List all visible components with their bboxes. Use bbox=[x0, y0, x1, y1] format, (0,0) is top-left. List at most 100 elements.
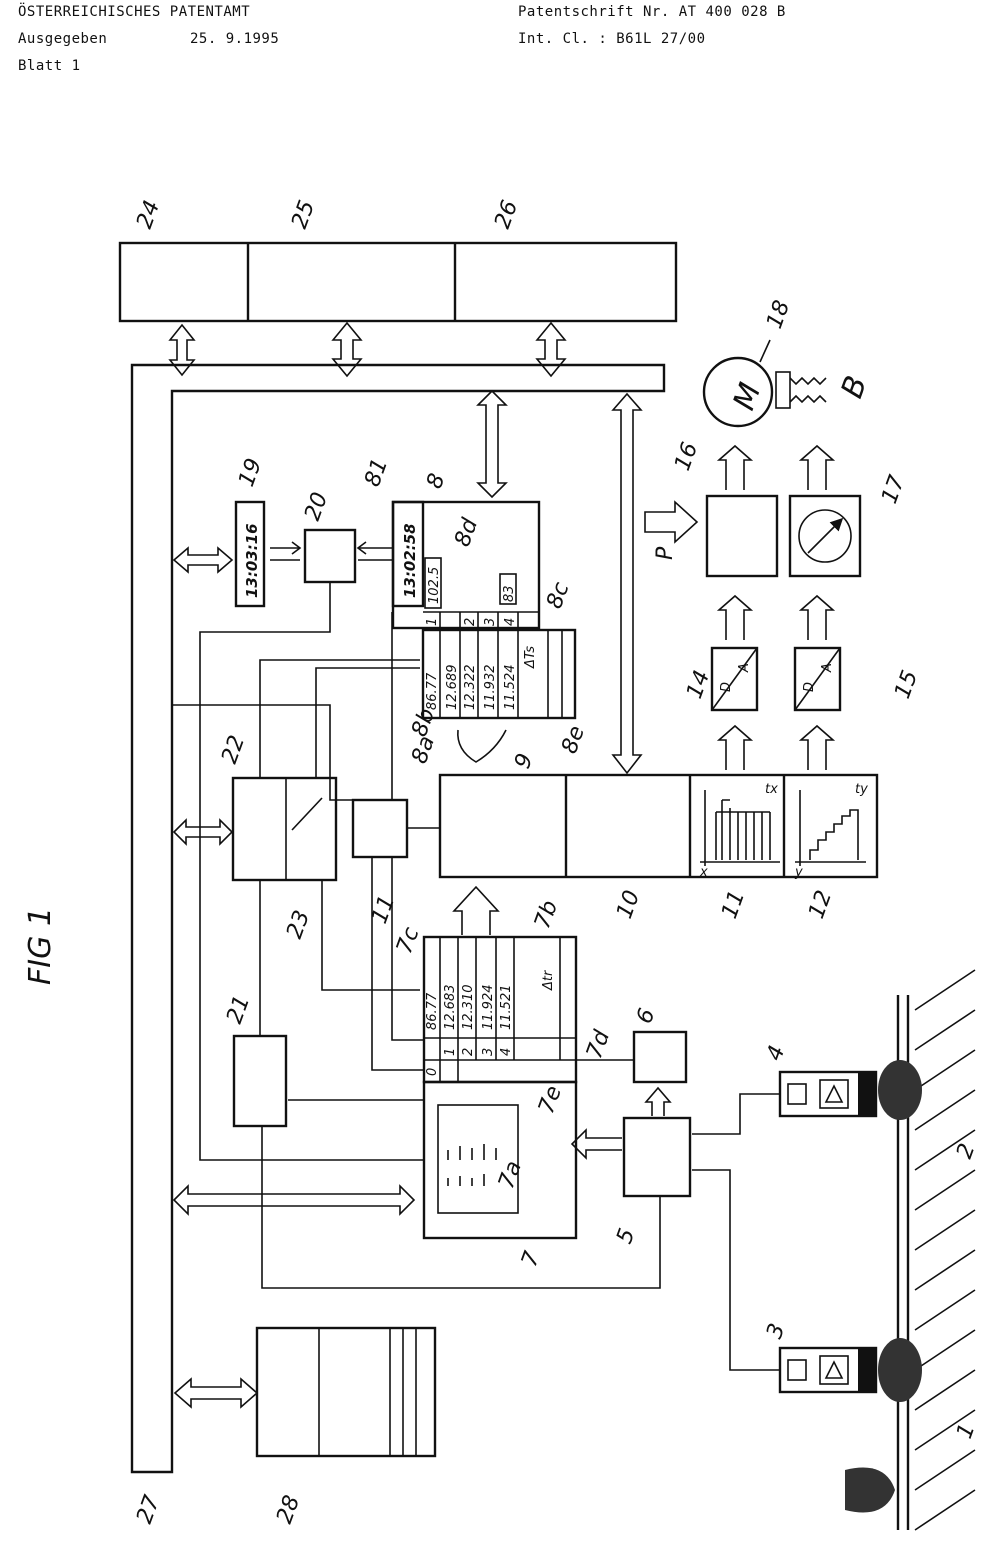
svg-text:D: D bbox=[719, 682, 734, 692]
label-8e: 8e bbox=[557, 723, 590, 757]
label-8: 8 bbox=[422, 470, 450, 492]
svg-text:13:02:58: 13:02:58 bbox=[401, 523, 419, 598]
svg-text:102.5: 102.5 bbox=[427, 567, 442, 604]
clock-display-81: 13:02:58 bbox=[391, 500, 425, 608]
step-plot-11 bbox=[700, 790, 780, 866]
table-7-delta: Δtr bbox=[541, 969, 556, 991]
data-bus-27 bbox=[130, 363, 666, 1474]
table-7-index-1: 1 bbox=[443, 1048, 458, 1056]
label-24: 24 bbox=[132, 197, 165, 232]
svg-text:M: M bbox=[727, 378, 769, 414]
sensor-3 bbox=[778, 1346, 878, 1394]
block-6 bbox=[632, 1030, 688, 1084]
label-7e: 7e bbox=[534, 1083, 567, 1117]
da-converter-15: D A bbox=[793, 646, 842, 712]
p-label: P bbox=[653, 546, 678, 560]
table-8-row-2: 12.689 bbox=[445, 665, 460, 711]
value-8-display: 102.5 bbox=[424, 557, 442, 609]
label-12: 12 bbox=[804, 887, 837, 922]
block-21 bbox=[232, 1034, 288, 1128]
motor-18: M bbox=[702, 356, 774, 428]
bus-arrows-top bbox=[168, 321, 567, 378]
arrow-8-to-9 bbox=[457, 729, 507, 763]
table-7 bbox=[422, 935, 578, 1084]
label-21: 21 bbox=[222, 992, 255, 1027]
block-28 bbox=[255, 1326, 437, 1458]
table-8-row-3: 12.322 bbox=[463, 665, 478, 711]
arrow-5-to-6 bbox=[644, 1086, 672, 1116]
brake-spring-b bbox=[775, 371, 827, 409]
table-8-index-1: 1 bbox=[425, 618, 440, 626]
issued-date: 25. 9.1995 bbox=[190, 31, 280, 47]
table-7-index-4: 4 bbox=[499, 1048, 514, 1056]
label-14: 14 bbox=[682, 667, 715, 702]
arrow-5-to-7 bbox=[570, 1128, 622, 1160]
arrow-7-to-10 bbox=[452, 885, 500, 935]
axis-tx-11: tx bbox=[765, 782, 778, 797]
issued-label: Ausgegeben bbox=[18, 31, 108, 47]
table-7-row-4: 11.924 bbox=[481, 985, 496, 1031]
table-7-row-1: 86.77 bbox=[425, 992, 440, 1030]
block-5 bbox=[622, 1116, 692, 1198]
label-22: 22 bbox=[217, 732, 250, 767]
table-8-row-1: 86.77 bbox=[425, 672, 440, 710]
sensor-4 bbox=[778, 1070, 878, 1118]
label-19: 19 bbox=[234, 455, 267, 490]
label-6: 6 bbox=[632, 1005, 660, 1027]
arrow-bus-8 bbox=[476, 389, 508, 499]
table-8-index-3: 3 bbox=[483, 618, 498, 626]
axis-x-11: x bbox=[699, 865, 708, 880]
block-20 bbox=[303, 528, 357, 584]
svg-text:A: A bbox=[820, 663, 835, 673]
label-23: 23 bbox=[282, 907, 315, 942]
label-7c: 7c bbox=[392, 924, 424, 957]
sheet-number: Blatt 1 bbox=[18, 58, 81, 74]
value-8d-display: 83 bbox=[499, 573, 517, 605]
table-8-row-5: 11.524 bbox=[503, 665, 518, 711]
axis-ty-12: ty bbox=[855, 782, 868, 797]
signal-wires bbox=[172, 582, 780, 1371]
block-16 bbox=[705, 494, 779, 578]
rail-track bbox=[845, 969, 976, 1531]
table-7-index-3: 3 bbox=[481, 1048, 496, 1056]
brake-label: B bbox=[835, 371, 875, 402]
patent-number: Patentschrift Nr. AT 400 028 B bbox=[518, 4, 786, 20]
label-15: 15 bbox=[890, 667, 923, 702]
label-10: 10 bbox=[612, 887, 645, 922]
block-8 bbox=[391, 500, 541, 630]
clock-display-19: 13:03:16 bbox=[234, 500, 266, 608]
block-17 bbox=[788, 494, 862, 578]
table-8-delta: ΔTs bbox=[523, 646, 538, 669]
da-converter-14: D A bbox=[710, 646, 759, 712]
table-8 bbox=[421, 611, 577, 720]
label-11b: 11 bbox=[717, 887, 750, 922]
table-7-row-5: 11.521 bbox=[499, 985, 514, 1031]
label-1: 1 bbox=[952, 1420, 980, 1442]
table-7-index-2: 2 bbox=[461, 1048, 476, 1056]
table-7-row-2: 12.683 bbox=[443, 985, 458, 1031]
int-classification: Int. Cl. : B61L 27/00 bbox=[518, 31, 706, 47]
table-7-row-3: 12.310 bbox=[461, 985, 476, 1031]
patent-office-name: ÖSTERREICHISCHES PATENTAMT bbox=[18, 4, 251, 20]
label-28: 28 bbox=[272, 1492, 305, 1527]
svg-text:13:03:16: 13:03:16 bbox=[243, 523, 261, 598]
label-8c: 8c bbox=[542, 579, 574, 612]
label-5: 5 bbox=[612, 1225, 640, 1247]
top-blocks-24-25-26 bbox=[118, 241, 678, 323]
label-7: 7 bbox=[517, 1248, 545, 1270]
arrow-bus-22 bbox=[172, 818, 234, 846]
table-8-index-2: 2 bbox=[463, 618, 478, 626]
step-plot-12 bbox=[795, 790, 866, 866]
label-17: 17 bbox=[877, 472, 910, 507]
arrows-20 bbox=[270, 541, 392, 561]
label-3: 3 bbox=[762, 1320, 790, 1342]
label-7b: 7b bbox=[530, 897, 563, 932]
axis-y-12: y bbox=[794, 865, 803, 880]
p-input-arrow bbox=[644, 500, 699, 544]
label-8a: 8a bbox=[407, 733, 440, 767]
label-18: 18 bbox=[762, 297, 795, 332]
block-9-10 bbox=[438, 773, 879, 879]
label-27: 27 bbox=[132, 1492, 165, 1527]
arrow-bus-9 bbox=[611, 392, 643, 775]
